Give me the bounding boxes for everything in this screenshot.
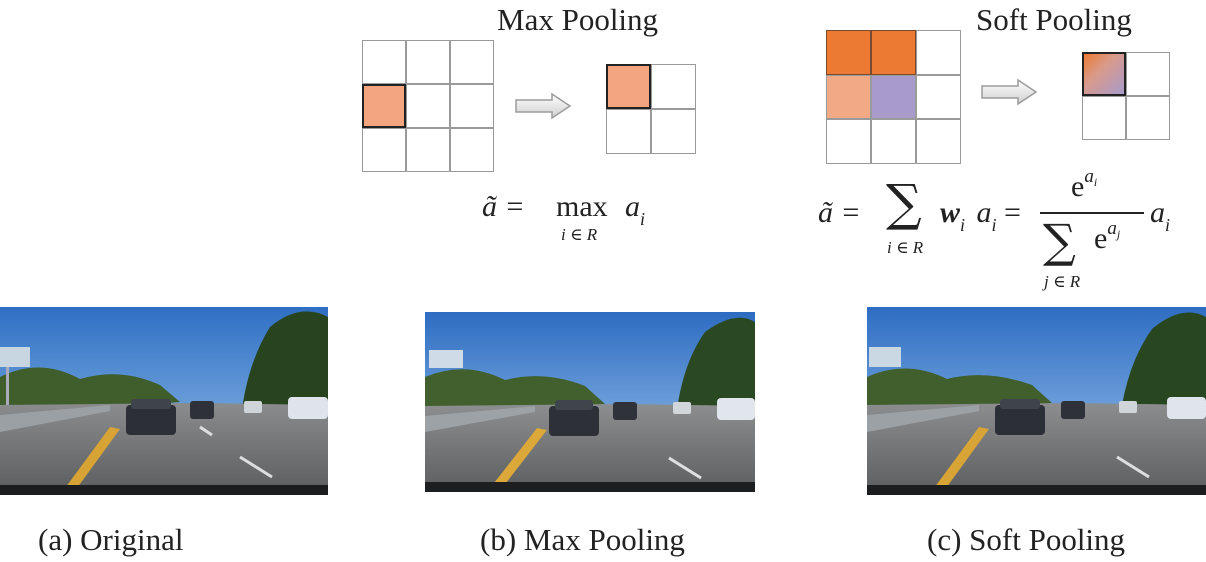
- soft-tail-term: ai: [1150, 196, 1171, 235]
- fraction-bar: [1040, 212, 1144, 214]
- max-pooling-title: Max Pooling: [497, 2, 659, 37]
- soft-formula-lhs: ã =: [818, 196, 861, 229]
- soft-output-cell: [1082, 52, 1126, 96]
- soft-output-grid: [1082, 52, 1170, 140]
- max-output-grid: [606, 64, 696, 154]
- max-input-grid: [362, 40, 494, 172]
- caption-max-pooling: (b) Max Pooling: [480, 522, 685, 557]
- max-formula: ã =: [482, 190, 525, 223]
- original-road-image: [0, 307, 328, 495]
- soft-pooling-road-image: [867, 307, 1206, 495]
- max-selected-cell: [362, 84, 406, 128]
- caption-soft-pooling: (c) Soft Pooling: [927, 522, 1126, 557]
- denominator-subscript: j ∈ R: [1044, 272, 1081, 291]
- soft-sum-subscript: i ∈ R: [887, 238, 924, 257]
- soft-denominator: eaj: [1094, 218, 1121, 255]
- soft-numerator: eai: [1071, 166, 1098, 203]
- soft-weighted-term: wi ai =: [940, 196, 1021, 235]
- max-pooling-road-image: [425, 312, 755, 492]
- soft-input-grid: [826, 30, 961, 164]
- denominator-sum-icon: ∑: [1043, 214, 1076, 268]
- max-output-cell: [606, 64, 651, 109]
- max-operator: max: [556, 190, 608, 223]
- max-arrow-icon: [515, 92, 572, 120]
- soft-arrow-icon: [981, 78, 1038, 106]
- soft-pooling-title: Soft Pooling: [976, 2, 1132, 37]
- sum-symbol-icon: ∑: [886, 174, 922, 232]
- max-subscript: i ∈ R: [561, 225, 598, 244]
- max-term: ai: [625, 190, 646, 229]
- caption-original: (a) Original: [38, 522, 184, 557]
